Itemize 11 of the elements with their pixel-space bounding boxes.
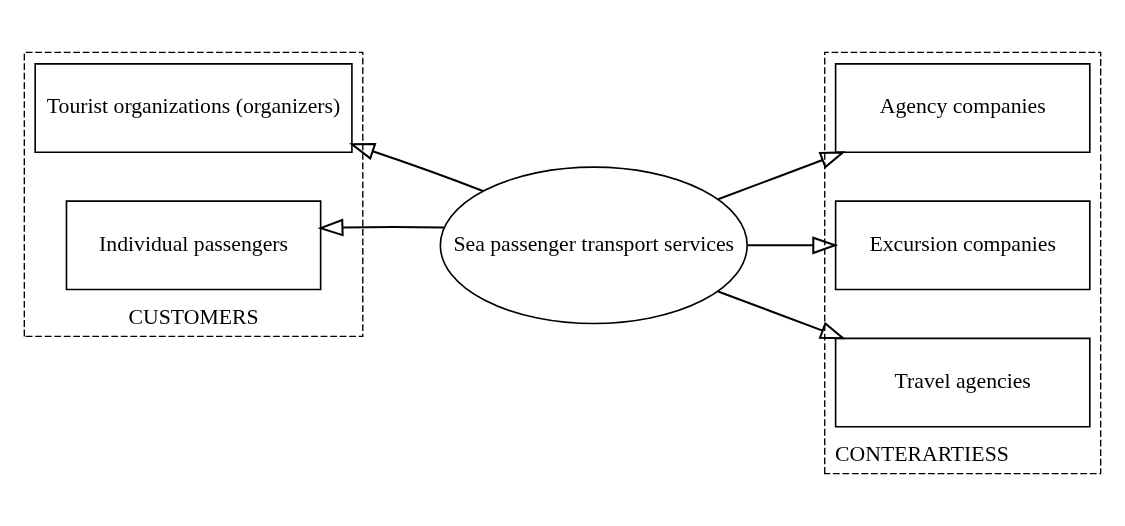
node-box: Tourist organizations (organizers) xyxy=(34,63,353,154)
arrow xyxy=(717,151,846,201)
node-ellipse: Sea passenger transport services xyxy=(439,166,748,325)
arrow xyxy=(349,142,484,192)
arrow xyxy=(317,218,445,237)
arrow xyxy=(747,236,839,255)
node-box: Individual passengers xyxy=(65,200,322,291)
node-box: Agency companies xyxy=(834,63,1091,154)
node-box: Travel agencies xyxy=(834,337,1091,428)
node-box: Excursion companies xyxy=(834,200,1091,291)
arrow xyxy=(717,290,846,340)
